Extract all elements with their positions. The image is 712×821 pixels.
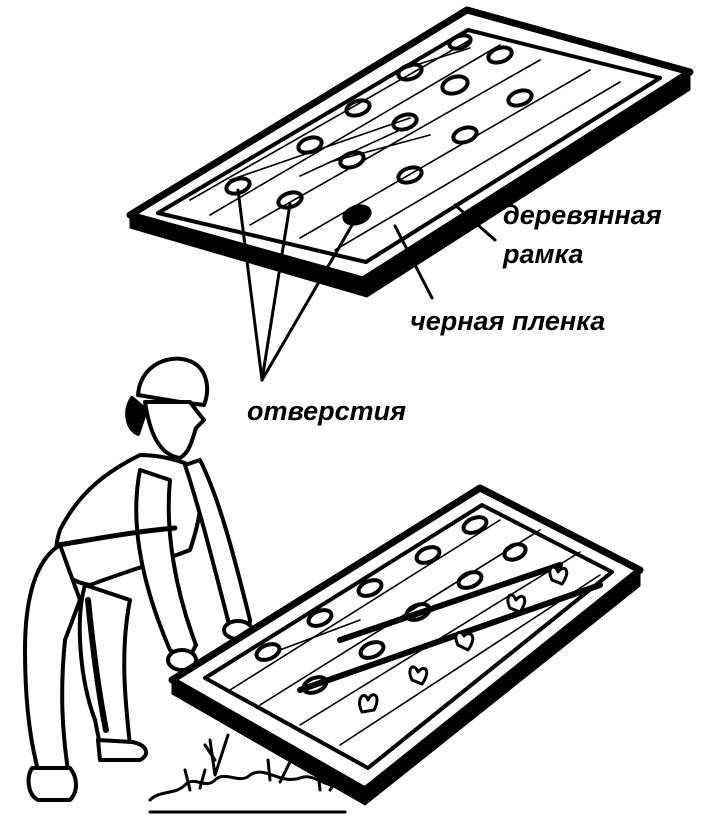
gardener-shoe-back [26,766,78,802]
hole [461,515,489,535]
hole [391,112,419,132]
sprout [408,665,429,686]
bottom-frame-inner [203,503,614,770]
hole [486,45,514,65]
bottom-seams [297,562,603,693]
hole [344,98,372,118]
gardener-hair [125,396,148,436]
gardener-torso [54,453,203,587]
hole [506,88,534,108]
gardener-face [143,400,206,460]
hole [338,150,366,170]
hole [502,542,528,562]
hole [358,640,386,660]
label-wooden-frame-line1: деревянная [503,200,662,230]
bottom-frame [168,484,644,806]
label-wooden-frame-line2: рамка [503,239,584,269]
label-black-film: черная пленка [410,306,606,336]
hole [306,608,334,628]
hole [414,545,442,565]
hole [451,125,479,145]
gardener-leg-stripe [85,597,109,733]
sprouts [358,565,569,714]
gardener-cap [136,356,210,407]
ground-weeds [148,733,347,814]
hole [456,570,484,590]
top-holes [224,33,534,226]
hole [447,33,473,51]
hole [224,176,252,196]
callout-lines [236,188,497,382]
top-frame [126,6,694,382]
hole [342,204,372,226]
hole [296,135,324,155]
label-holes: отверстия [247,396,407,426]
sprout [548,565,569,586]
gardener-figure [23,356,254,802]
hole [396,62,424,82]
top-frame-inner [156,28,662,264]
gardener-leg-back [23,543,82,772]
sprout [506,593,527,614]
gardener-arm-right [183,458,252,637]
hole [440,74,470,96]
hole [276,190,304,210]
hole [396,165,424,185]
hole [254,642,282,662]
gardener-shoe-front [96,738,149,762]
hole [356,578,384,598]
gardener-belt [55,525,178,548]
sprout [454,630,475,652]
sprout [358,693,379,714]
